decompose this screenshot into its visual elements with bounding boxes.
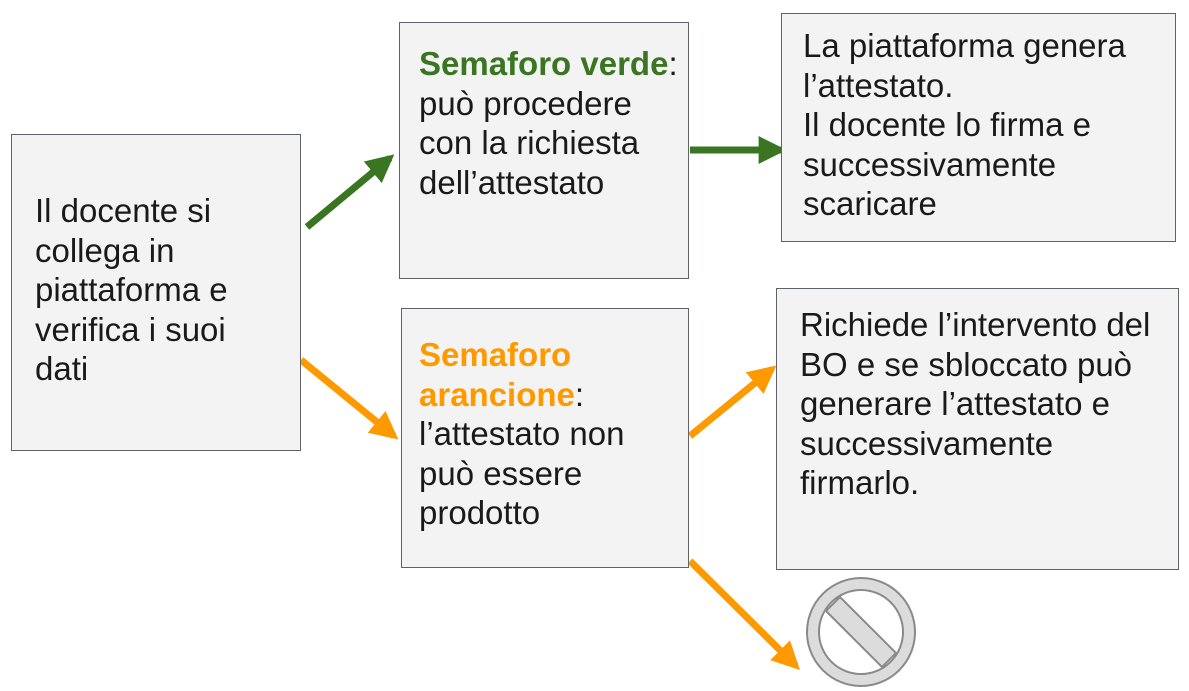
orange-light-text: Semaforo arancione: l’attestato non può … — [419, 335, 678, 533]
orange-result-text: Richiede l’intervento del BO e se sblocc… — [800, 306, 1151, 502]
green-light-text: Semaforo verde: può procedere con la ric… — [419, 44, 678, 202]
green-result-line-2: Il docente lo firma e successivamente sc… — [803, 106, 1091, 223]
start-box: Il docente si collega in piattaforma e v… — [11, 134, 301, 451]
start-text: Il docente si collega in piattaforma e v… — [35, 192, 228, 388]
arrow-orange-to-result — [687, 365, 777, 439]
arrow-orange-to-blocked — [687, 558, 800, 670]
green-light-label: Semaforo verde — [419, 45, 669, 82]
no-entry-icon — [806, 577, 916, 687]
green-light-box: Semaforo verde: può procedere con la ric… — [399, 22, 689, 279]
green-result-box: La piattaforma genera l’attestato. Il do… — [781, 13, 1176, 242]
green-result-line-1: La piattaforma genera l’attestato. — [803, 27, 1126, 104]
orange-light-description: : l’attestato non può essere prodotto — [419, 375, 625, 532]
green-light-description: : può procedere con la richiesta dell’at… — [419, 45, 678, 201]
orange-light-label: Semaforo arancione — [419, 336, 575, 413]
arrow-start-to-green — [304, 154, 395, 230]
orange-result-box: Richiede l’intervento del BO e se sblocc… — [776, 288, 1179, 570]
arrow-start-to-orange — [298, 357, 399, 440]
orange-light-box: Semaforo arancione: l’attestato non può … — [401, 308, 689, 568]
